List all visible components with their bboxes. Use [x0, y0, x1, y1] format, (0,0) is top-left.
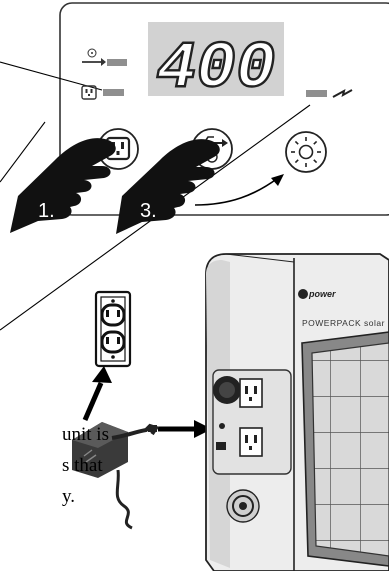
step-1-label: 1.	[38, 200, 55, 222]
brand-logo-text: power	[308, 289, 336, 299]
light-button[interactable]	[286, 132, 326, 172]
power-logo: power	[298, 289, 336, 299]
wall-outlet	[96, 292, 130, 366]
caption-line-3: y.	[62, 486, 75, 508]
solar-panel	[302, 332, 389, 566]
device-model-name: POWERPACK solar	[302, 318, 385, 328]
step-3-label: 3.	[140, 200, 157, 222]
arrow-to-device	[158, 420, 212, 438]
display-readout: 400	[157, 31, 276, 106]
arrow-to-outlet	[85, 366, 112, 420]
digital-display: 400	[148, 22, 284, 106]
caption-line-1: unit is	[62, 424, 109, 446]
caption-line-2: s that	[62, 455, 103, 477]
powerpack-device: power POWERPACK solar	[206, 254, 389, 571]
